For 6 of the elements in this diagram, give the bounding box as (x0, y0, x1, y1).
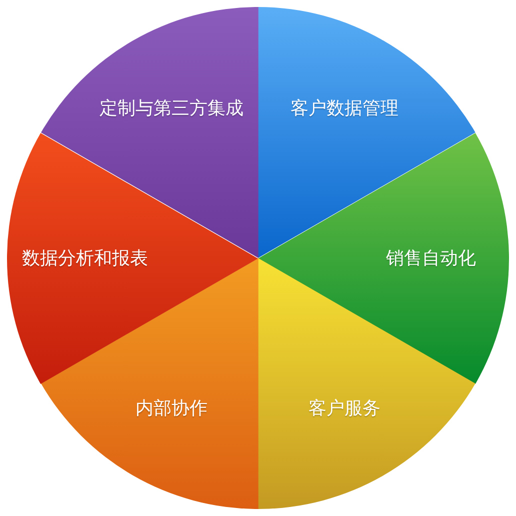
slice-label: 客户数据管理 (290, 97, 398, 120)
slice-label: 客户服务 (308, 396, 380, 420)
slice-label: 定制与第三方集成 (99, 97, 244, 120)
slice-label: 销售自动化 (386, 247, 476, 270)
slice-label: 内部协作 (135, 396, 208, 420)
slice-label: 数据分析和报表 (22, 247, 148, 270)
